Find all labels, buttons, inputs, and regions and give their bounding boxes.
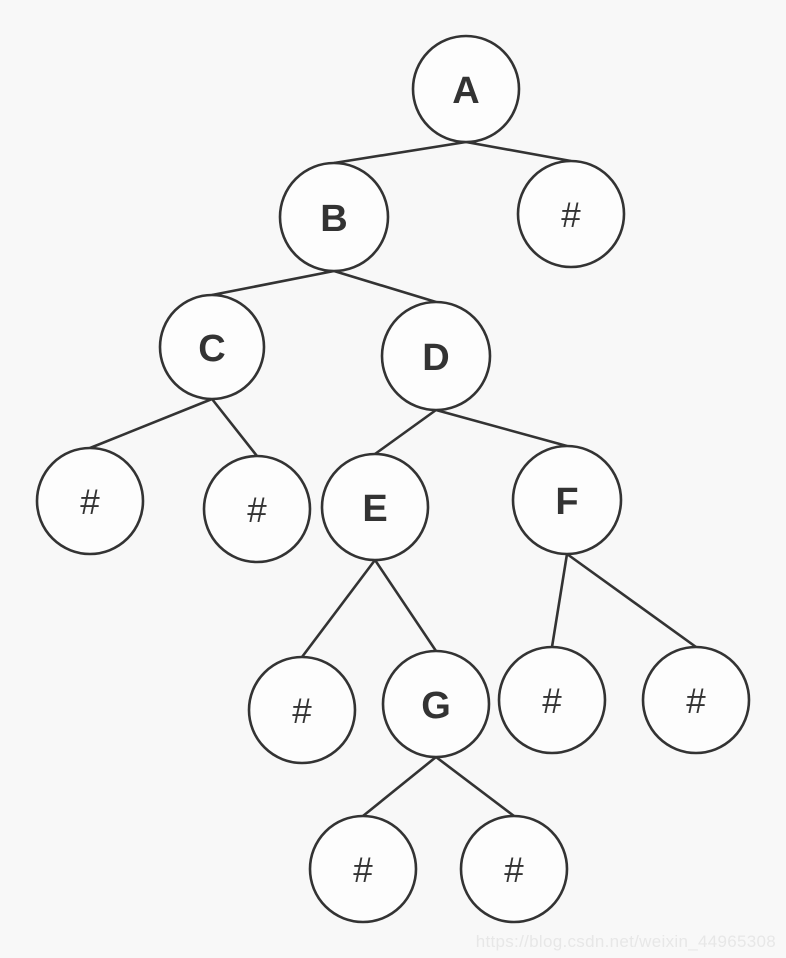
tree-node-nE1 <box>247 655 357 765</box>
edge-F-nF1 <box>550 553 569 648</box>
tree-node-label-nA2: # <box>561 196 581 235</box>
edge-G-nG2 <box>435 755 515 818</box>
edge-D-F <box>435 408 568 448</box>
tree-node-label-nF1: # <box>542 682 562 721</box>
tree-node-nF2 <box>641 645 751 755</box>
tree-node-label-G: G <box>421 685 451 727</box>
edge-B-D <box>333 269 437 304</box>
tree-node-label-nF2: # <box>686 682 706 721</box>
tree-node-B <box>278 161 390 273</box>
edge-D-E <box>374 408 437 456</box>
tree-node-label-nG1: # <box>353 851 373 890</box>
tree-node-F <box>511 444 623 556</box>
tree-node-label-F: F <box>555 481 578 523</box>
tree-node-nG2 <box>459 814 569 924</box>
tree-node-C <box>158 293 266 401</box>
edge-A-B <box>333 140 467 165</box>
tree-node-label-E: E <box>362 488 387 530</box>
tree-node-nG1 <box>308 814 418 924</box>
tree-node-nC2 <box>202 454 312 564</box>
tree-node-A <box>411 34 521 144</box>
tree-node-label-nG2: # <box>504 851 524 890</box>
tree-node-E <box>320 452 430 562</box>
edge-C-nC1 <box>89 397 213 450</box>
tree-node-label-D: D <box>422 337 449 379</box>
tree-node-label-nC1: # <box>80 483 100 522</box>
tree-node-label-C: C <box>198 328 225 370</box>
tree-node-label-nC2: # <box>247 491 267 530</box>
edge-G-nG1 <box>362 755 437 818</box>
tree-node-label-A: A <box>452 70 479 112</box>
edge-E-G <box>373 559 438 652</box>
tree-node-nC1 <box>35 446 145 556</box>
tree-node-nF1 <box>497 645 607 755</box>
edge-A-nA2 <box>465 140 572 163</box>
tree-node-label-nE1: # <box>292 692 312 731</box>
edge-C-nC2 <box>210 398 259 457</box>
tree-node-label-B: B <box>320 198 347 240</box>
tree-node-nA2 <box>516 159 626 269</box>
edge-B-C <box>211 269 335 297</box>
edge-F-nF2 <box>566 552 697 649</box>
tree-node-G <box>381 649 491 759</box>
tree-node-D <box>380 300 492 412</box>
edge-E-nE1 <box>300 559 377 658</box>
